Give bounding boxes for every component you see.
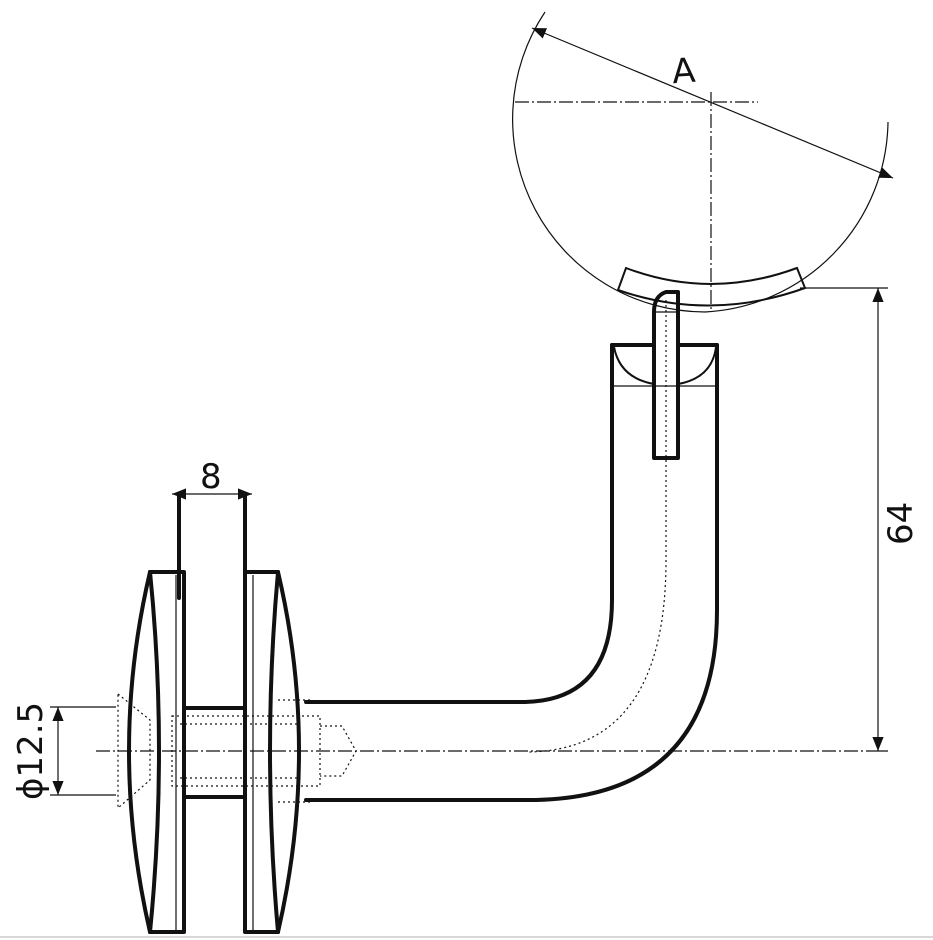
dimension-diameter-label: ϕ12.5 (11, 702, 51, 800)
dimension-width: 8 (172, 457, 252, 500)
stem-pin (652, 290, 680, 560)
dimension-a-label: A (671, 51, 697, 93)
dimension-height-label: 64 (881, 502, 921, 545)
dimension-width-label: 8 (200, 457, 222, 497)
dimension-a: A (531, 27, 894, 179)
bent-tube (96, 343, 866, 802)
dimension-height: 64 (800, 287, 921, 752)
clamp-assembly (117, 493, 357, 934)
handrail-profile (512, 11, 889, 313)
dimension-diameter: ϕ12.5 (11, 702, 116, 800)
